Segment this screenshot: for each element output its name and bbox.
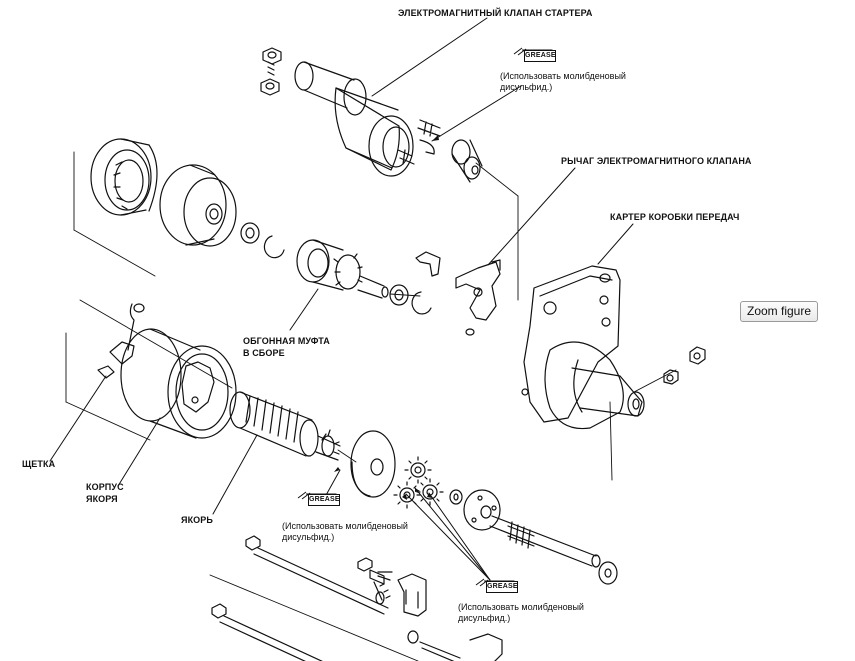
label-solenoid: ЭЛЕКТРОМАГНИТНЫЙ КЛАПАН СТАРТЕРА xyxy=(398,8,593,18)
grease-note-line2: дисульфид.) xyxy=(282,532,335,542)
grease-note-line2: дисульфид.) xyxy=(458,613,511,623)
label-overrunning-clutch-line1: ОБГОННАЯ МУФТА xyxy=(243,336,330,346)
overrunning-clutch xyxy=(296,239,432,315)
label-solenoid-lever: РЫЧАГ ЭЛЕКТРОМАГНИТНОГО КЛАПАНА xyxy=(561,156,752,166)
grease-tag: GREASE xyxy=(512,46,556,64)
solenoid-lever xyxy=(415,251,501,336)
grease-tag: GREASE xyxy=(296,490,340,508)
armature-housing xyxy=(97,303,237,439)
label-armature-housing-line2: ЯКОРЯ xyxy=(86,494,118,504)
zoom-figure-button[interactable]: Zoom figure xyxy=(740,301,818,322)
label-brush: ЩЕТКА xyxy=(22,459,56,469)
grease-note-line2: дисульфид.) xyxy=(500,82,553,92)
grease-arrow-heads xyxy=(334,135,439,500)
through-bolts-and-brackets xyxy=(211,535,503,661)
projection-lines xyxy=(65,151,677,661)
leader-lines xyxy=(49,17,634,581)
label-overrunning-clutch-line2: В СБОРЕ xyxy=(243,348,285,358)
label-armature: ЯКОРЬ xyxy=(181,515,213,525)
label-armature-housing-line1: КОРПУС xyxy=(86,482,124,492)
drive-end-housing xyxy=(90,138,285,259)
pinion-shaft xyxy=(463,489,618,585)
washer-and-planet-gears xyxy=(350,430,463,509)
grease-tag: GREASE xyxy=(474,577,518,595)
starter-solenoid xyxy=(260,47,483,183)
label-gearbox-housing: КАРТЕР КОРОБКИ ПЕРЕДАЧ xyxy=(610,212,740,222)
armature xyxy=(229,391,341,461)
grease-note-line1: (Использовать молибденовый xyxy=(282,521,408,531)
grease-tag-text: GREASE xyxy=(486,581,518,593)
grease-tag-text: GREASE xyxy=(308,494,340,506)
grease-note-line1: (Использовать молибденовый xyxy=(458,602,584,612)
grease-note-line1: (Использовать молибденовый xyxy=(500,71,626,81)
grease-tag-text: GREASE xyxy=(524,50,556,62)
gearbox-housing xyxy=(521,265,706,430)
